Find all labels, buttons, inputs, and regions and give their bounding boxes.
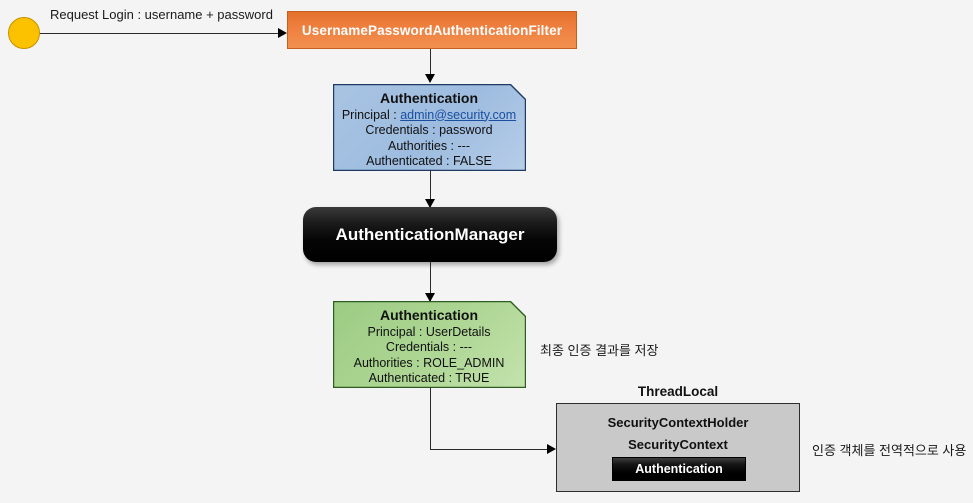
edge-auth-to-threadlocal-horizontal	[430, 449, 549, 450]
authentication-after-title: Authentication	[380, 307, 478, 323]
security-context-holder-label: SecurityContextHolder	[607, 415, 749, 430]
authentication-after-principal: Principal : UserDetails	[367, 324, 491, 339]
start-node-circle	[8, 17, 40, 49]
edge-manager-to-auth-line	[430, 262, 431, 301]
edge-auth-to-threadlocal-vertical	[430, 387, 431, 449]
authentication-after-credentials: Credentials : ---	[385, 340, 473, 354]
edge-filter-to-auth-line	[430, 49, 431, 75]
edge-auth-to-manager-arrowhead	[425, 199, 435, 208]
authentication-after-box[interactable]: Authentication Principal : UserDetails C…	[333, 301, 525, 387]
security-context-label: SecurityContext	[628, 437, 728, 452]
edge-request-login-arrowhead	[278, 28, 287, 38]
edge-request-login-line	[40, 33, 280, 34]
authentication-after-authorities: Authorities : ROLE_ADMIN	[353, 355, 505, 370]
authentication-before-title: Authentication	[380, 90, 478, 106]
threadlocal-title: ThreadLocal	[637, 384, 719, 399]
authentication-manager-box[interactable]: AuthenticationManager	[303, 207, 557, 262]
edge-auth-to-manager-line	[430, 170, 431, 207]
edge-auth-to-threadlocal-arrowhead	[547, 444, 556, 454]
note-store-result: 최종 인증 결과를 저장	[540, 343, 659, 358]
edge-filter-to-auth-arrowhead	[425, 74, 435, 83]
principal-label: Principal :	[341, 107, 401, 122]
edge-label-request-login: Request Login : username + password	[50, 7, 273, 22]
threadlocal-authentication-box[interactable]: Authentication	[612, 457, 746, 481]
username-password-authentication-filter-box[interactable]: UsernamePasswordAuthenticationFilter	[287, 11, 577, 49]
authentication-before-authorities: Authorities : ---	[388, 138, 470, 153]
authentication-before-authenticated: Authenticated : FALSE	[366, 154, 492, 168]
note-global-usage: 인증 객체를 전역적으로 사용	[812, 443, 967, 458]
authentication-before-box[interactable]: Authentication Principal : admin@securit…	[333, 84, 525, 170]
authentication-after-authenticated: Authenticated : TRUE	[368, 371, 490, 385]
authentication-before-credentials: Credentials : password	[365, 123, 493, 137]
authentication-before-principal: Principal : admin@security.com	[333, 108, 525, 124]
threadlocal-box[interactable]: SecurityContextHolder SecurityContext Au…	[556, 403, 800, 492]
principal-email-link[interactable]: admin@security.com	[400, 107, 517, 122]
edge-manager-to-auth-arrowhead	[425, 293, 435, 302]
